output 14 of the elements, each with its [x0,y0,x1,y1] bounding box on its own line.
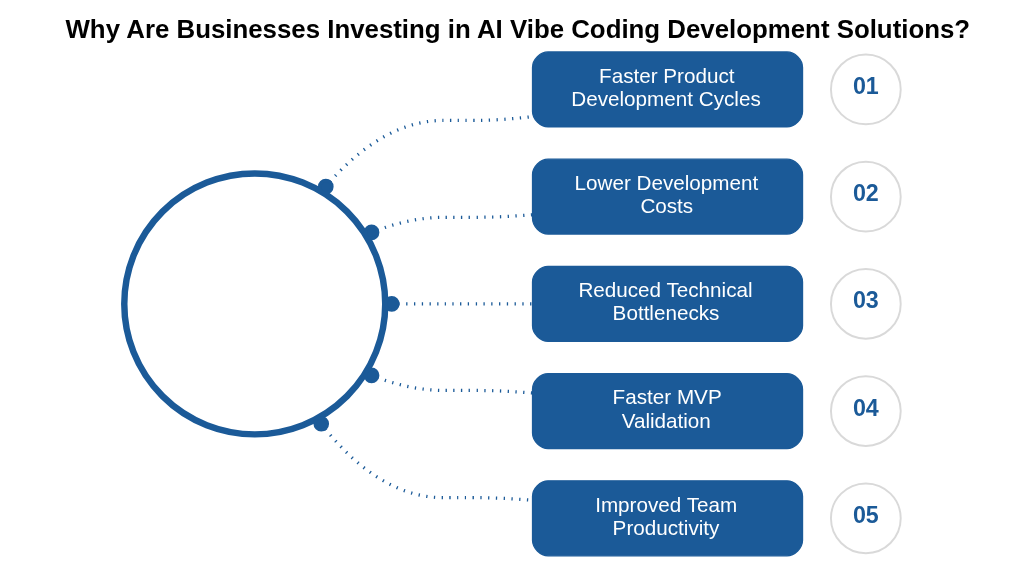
diagram-title: Why Are Businesses Investing in AI Vibe Coding Development Solutions? [65,14,970,43]
connector [363,367,532,395]
node-circle [120,170,388,438]
node-label: 02 [852,180,879,207]
node-box: Reduced Technical Bottlenecks [531,265,803,342]
node-label: 03 [852,287,879,314]
node-box: Improved Team Productivity [531,480,803,557]
node-box: Faster MVP Validation [531,373,803,450]
node-box: Faster Product Development Cycles [531,51,803,128]
connector [363,213,532,241]
node-box: Lower Development Costs [531,158,803,235]
node-label: 05 [852,501,879,528]
node-label: 01 [852,72,879,99]
node-label: 04 [852,394,879,421]
